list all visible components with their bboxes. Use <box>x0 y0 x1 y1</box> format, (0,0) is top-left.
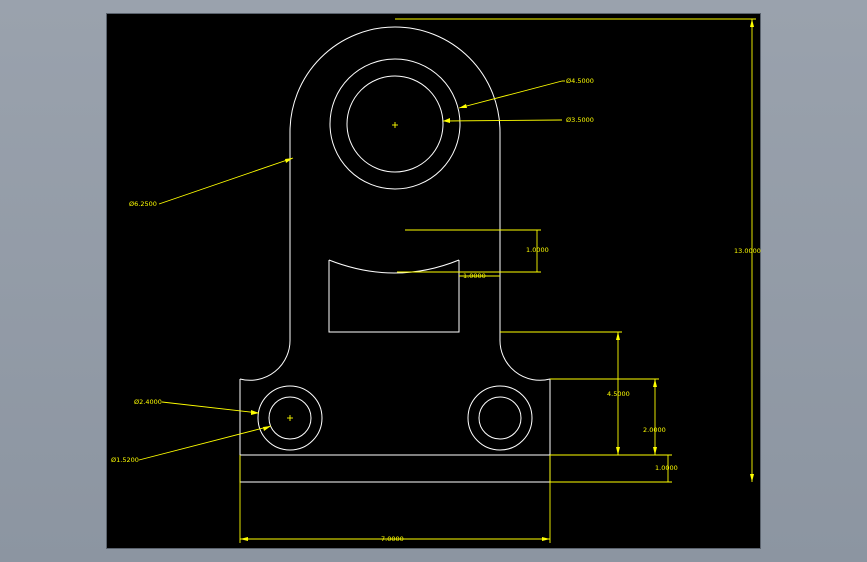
label-notch-offset: 1.0000 <box>463 272 486 280</box>
right-hole-inner <box>478 396 522 440</box>
arrow-total-top <box>750 19 754 27</box>
left-hole-inner <box>268 396 312 440</box>
label-upper-height: 4.5000 <box>607 390 630 398</box>
label-base-width: 7.0000 <box>381 535 404 543</box>
arrow-dia-hole-inner <box>263 426 271 431</box>
label-dia-outer: Ø6.2500 <box>129 200 157 208</box>
counterbore-circle <box>329 58 461 190</box>
label-base-thickness: 1.0000 <box>655 464 678 472</box>
arrow-width-right <box>542 537 550 541</box>
label-total-height: 13.0000 <box>734 247 761 255</box>
label-dia-hole-outer: Ø2.4000 <box>134 398 162 406</box>
label-notch-height: 1.0000 <box>526 246 549 254</box>
outer-arc <box>289 26 501 133</box>
part-outline <box>239 26 551 483</box>
label-base-height: 2.0000 <box>643 426 666 434</box>
left-fillet <box>239 338 291 381</box>
left-hole-outer <box>257 385 323 451</box>
cad-drawing: Ø4.5000 Ø3.5000 Ø6.2500 1.0000 1.0000 13… <box>111 18 761 543</box>
right-hole-outer <box>467 385 533 451</box>
arrow-width-left <box>240 537 248 541</box>
arrow-upper-bottom <box>616 447 620 455</box>
arrow-dia-big-inner <box>459 104 467 108</box>
leader-dia-hole-outer <box>161 401 260 414</box>
label-dia-big-inner: Ø4.5000 <box>566 77 594 85</box>
arrow-upper-top <box>616 332 620 340</box>
label-dia-bore: Ø3.5000 <box>566 116 594 124</box>
right-fillet <box>499 338 551 381</box>
leader-dia-big-inner <box>458 80 563 109</box>
arrow-dia-bore <box>443 118 450 123</box>
arrow-total-bottom <box>750 474 754 482</box>
notch-outline <box>328 260 460 333</box>
arrow-base-top <box>653 379 657 387</box>
cad-viewport[interactable]: Ø4.5000 Ø3.5000 Ø6.2500 1.0000 1.0000 13… <box>106 13 761 549</box>
bore-circle <box>346 75 444 173</box>
base-outline <box>239 379 551 483</box>
dimensions: Ø4.5000 Ø3.5000 Ø6.2500 1.0000 1.0000 13… <box>111 18 761 543</box>
leader-dia-hole-inner <box>138 425 272 461</box>
arrow-dia-outer <box>285 158 293 163</box>
label-dia-hole-inner: Ø1.5200 <box>111 456 139 464</box>
arrow-base-bottom <box>653 447 657 455</box>
notch-arc <box>328 259 460 274</box>
leader-dia-outer <box>158 157 294 205</box>
leader-dia-bore <box>442 119 563 122</box>
arrow-dia-hole-outer <box>251 410 259 415</box>
